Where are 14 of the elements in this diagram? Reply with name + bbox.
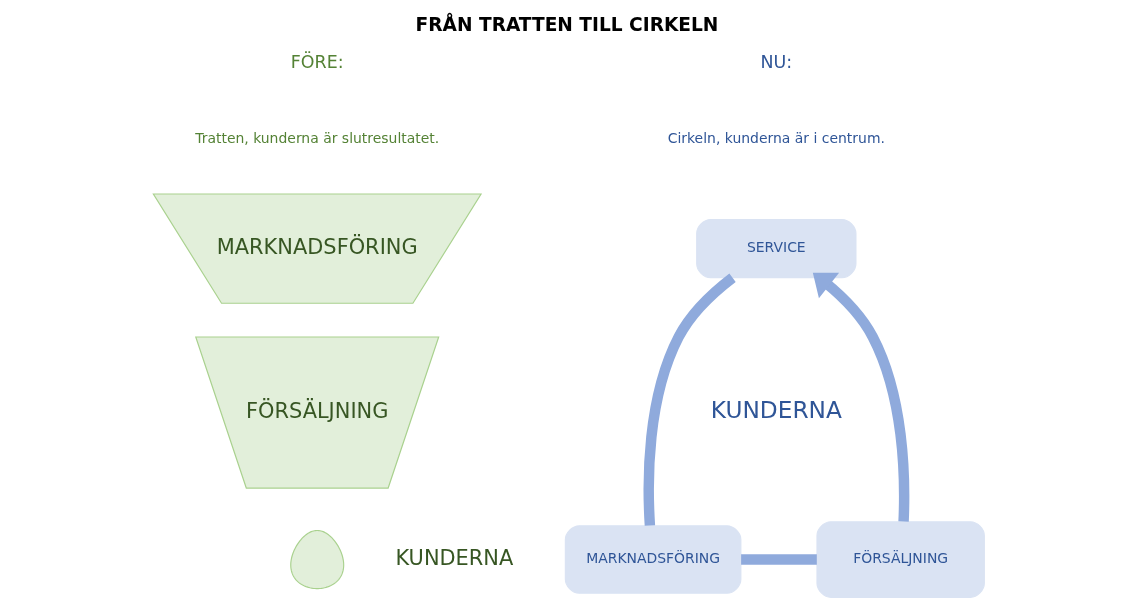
- arrow: [812, 272, 909, 522]
- label: Cirkeln, kunderna är i centrum.: [667, 129, 885, 146]
- node-drop: [289, 529, 344, 590]
- node-box: SERVICE: [695, 219, 856, 279]
- node-label: KUNDERNA: [394, 545, 513, 570]
- label: NU:: [759, 51, 792, 72]
- node-box: FÖRSÄLJNING: [815, 521, 985, 598]
- label: Tratten, kunderna är slutresultatet.: [194, 129, 439, 146]
- label: KUNDERNA: [710, 396, 842, 424]
- node-box: MARKNADSFÖRING: [564, 525, 741, 594]
- label: FÖRE:: [290, 51, 344, 72]
- connector: [643, 273, 736, 526]
- diagram-title: FRÅN TRATTEN TILL CIRKELN: [415, 14, 718, 36]
- connector: [740, 554, 817, 565]
